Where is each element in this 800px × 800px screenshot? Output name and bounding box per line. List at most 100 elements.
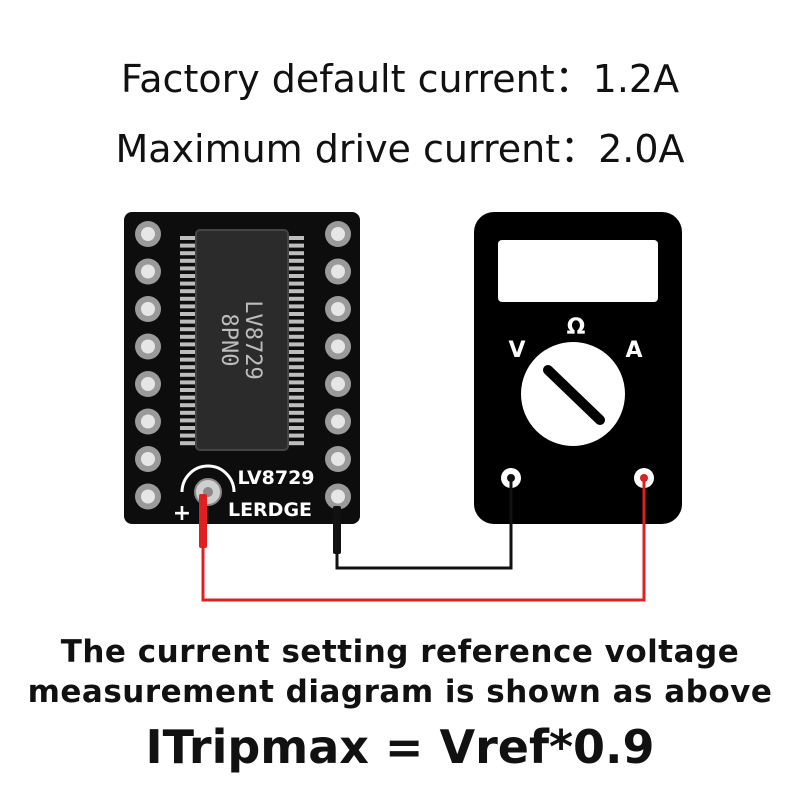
max-current-heading: Maximum drive current：2.0A <box>115 127 685 171</box>
chip-leg <box>286 403 304 408</box>
chip-leg <box>286 418 304 423</box>
chip-leg <box>180 296 198 301</box>
chip-leg <box>180 365 198 370</box>
header-pin <box>141 414 155 429</box>
chip-leg <box>180 372 198 377</box>
chip-leg <box>180 304 198 309</box>
driver-board: LV8729 8PN0 + LV8729 LERDGE <box>124 212 360 526</box>
red-probe-contact <box>640 474 648 482</box>
probe-wires <box>199 474 648 602</box>
header-pin <box>141 339 155 354</box>
chip-leg <box>180 289 198 294</box>
header-pin <box>331 264 345 279</box>
header-pin <box>331 489 345 504</box>
chip-leg <box>286 433 304 438</box>
chip-leg <box>286 426 304 430</box>
multimeter: V Ω A <box>474 212 682 524</box>
chip-leg <box>180 281 198 286</box>
chip-leg <box>180 410 198 415</box>
chip-leg <box>180 380 198 385</box>
chip-leg <box>286 312 304 316</box>
header-pin <box>331 302 345 316</box>
black-probe-tip <box>333 506 341 554</box>
header-pin <box>141 264 155 279</box>
current-formula: ITripmax = Vref*0.9 <box>145 720 655 774</box>
chip-leg <box>286 236 304 240</box>
chip-leg <box>286 258 304 263</box>
black-probe-contact <box>507 474 515 482</box>
header-pin <box>141 489 155 504</box>
chip-leg <box>180 243 198 248</box>
chip-leg <box>286 441 304 446</box>
header-pin <box>141 302 155 316</box>
chip-leg <box>180 334 198 339</box>
chip-leg <box>286 342 304 347</box>
chip-leg <box>286 334 304 339</box>
chip-leg <box>286 281 304 286</box>
chip-leg <box>286 319 304 324</box>
header-pin <box>141 227 155 241</box>
chip-leg <box>286 395 304 400</box>
chip-leg <box>180 342 198 347</box>
chip-leg <box>286 296 304 301</box>
right-pin-header <box>325 221 351 510</box>
chip-leg <box>180 441 198 446</box>
red-probe-tip <box>199 494 207 548</box>
chip-leg <box>286 388 304 392</box>
header-pin <box>331 414 345 429</box>
red-probe-wire <box>201 478 646 602</box>
ohm-label: Ω <box>567 315 586 340</box>
chip-leg <box>180 327 198 332</box>
volt-label: V <box>508 338 525 363</box>
header-pin <box>141 377 155 391</box>
caption-line-2: measurement diagram is shown as above <box>27 674 773 710</box>
chip-leg <box>180 312 198 316</box>
chip-leg <box>180 319 198 324</box>
chip-leg <box>180 395 198 400</box>
header-pin <box>331 339 345 354</box>
driver-chip <box>195 229 289 451</box>
chip-leg <box>180 357 198 362</box>
chip-leg <box>286 289 304 294</box>
caption-line-1: The current setting reference voltage <box>60 634 740 670</box>
chip-leg <box>286 372 304 377</box>
chip-leg <box>286 266 304 271</box>
amp-label: A <box>625 338 642 363</box>
chip-leg <box>180 403 198 408</box>
chip-leg <box>286 327 304 332</box>
chip-leg <box>286 251 304 256</box>
chip-leg <box>286 380 304 385</box>
chip-legs <box>180 236 304 446</box>
potentiometer-arc-icon <box>180 464 236 493</box>
header-pin <box>331 377 345 391</box>
chip-leg <box>180 274 198 278</box>
multimeter-display <box>498 240 658 302</box>
chip-leg <box>180 426 198 430</box>
chip-leg <box>180 266 198 271</box>
chip-leg <box>286 357 304 362</box>
chip-leg <box>180 236 198 240</box>
plus-label: + <box>173 501 191 526</box>
header-pin <box>141 452 155 466</box>
left-pin-header <box>135 221 161 510</box>
chip-leg <box>286 274 304 278</box>
chip-leg <box>180 258 198 263</box>
dial-pointer <box>543 365 605 425</box>
chip-leg <box>286 304 304 309</box>
chip-leg <box>180 418 198 423</box>
chip-marking-line1: LV8729 <box>240 300 265 379</box>
chip-leg <box>180 350 198 354</box>
chip-leg <box>180 388 198 392</box>
chip-leg <box>286 365 304 370</box>
chip-leg <box>180 433 198 438</box>
board-brand-label: LERDGE <box>228 499 312 521</box>
chip-leg <box>180 251 198 256</box>
default-current-heading: Factory default current：1.2A <box>120 57 680 101</box>
chip-marking-line2: 8PN0 <box>216 314 241 367</box>
chip-leg <box>286 243 304 248</box>
chip-leg <box>286 410 304 415</box>
header-pin <box>331 452 345 466</box>
header-pin <box>331 227 345 241</box>
chip-leg <box>286 350 304 354</box>
